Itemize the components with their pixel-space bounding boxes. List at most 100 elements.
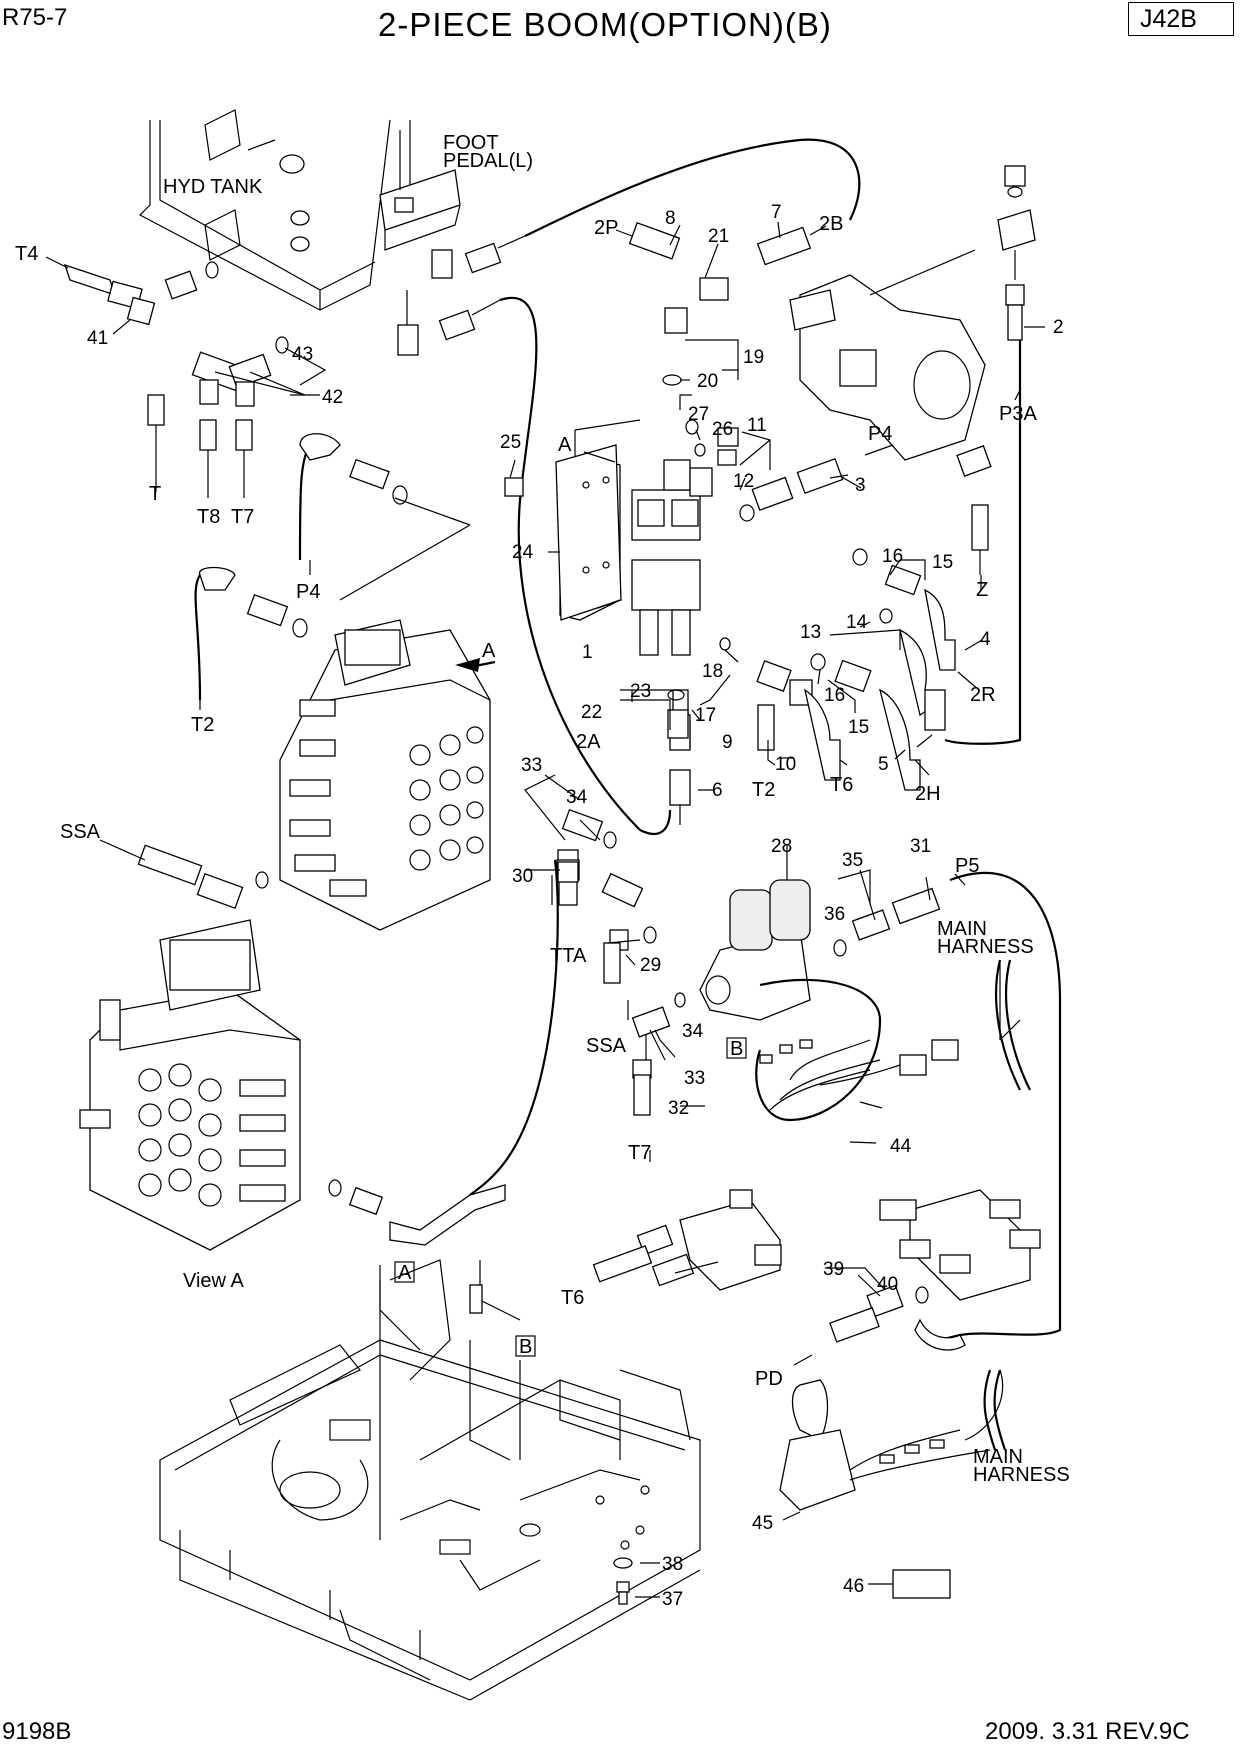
label-main-harness-1b: HARNESS [937,936,1034,958]
callout-8: 8 [665,208,676,229]
callout-45: 45 [752,1513,773,1534]
callout-15-bottom: 15 [848,717,869,738]
label-detail-b-frame: B [519,1336,532,1358]
port-t7-bottom: T7 [628,1142,651,1164]
callout-34-bottom: 34 [682,1021,704,1042]
port-2b: 2B [819,213,843,235]
callout-22: 22 [581,702,602,723]
detail-box-b-valve [726,1037,747,1059]
detail-box-b-frame [515,1335,536,1357]
foot-pedal [379,120,461,251]
callout-4: 4 [980,629,991,650]
callout-43: 43 [292,344,313,365]
port-t6-bottom: T6 [561,1287,584,1309]
callout-5: 5 [878,754,889,775]
callout-44: 44 [890,1136,912,1157]
upper-frame [159,1259,701,1701]
page-code: J42B [1140,5,1197,33]
callout-34-top: 34 [566,787,588,808]
port-t6-right: T6 [830,774,853,796]
callout-2: 2 [1053,317,1064,338]
ssa-fittings [137,844,269,910]
callout-42: 42 [322,387,343,408]
label-hyd-tank: HYD TANK [163,176,263,198]
hoses [194,138,1062,1342]
port-p4-right: P4 [868,423,892,445]
callout-24: 24 [512,542,534,563]
model-code: R75-7 [2,4,68,31]
label-main-harness-1a: MAIN [937,918,987,940]
callout-10: 10 [775,754,796,775]
page-title: 2-PIECE BOOM(OPTION)(B) [378,6,832,43]
joystick-45 [779,1369,1007,1511]
port-p5: P5 [955,855,979,877]
port-t7-top: T7 [231,506,254,528]
callout-20: 20 [697,371,718,392]
callout-40: 40 [877,1274,898,1295]
callout-35: 35 [842,850,863,871]
callout-23: 23 [630,681,651,702]
part-46-box [868,1569,951,1599]
callout-16-top: 16 [882,546,903,567]
label-main-harness-2a: MAIN [973,1446,1023,1468]
callout-25: 25 [500,432,521,453]
callout-30: 30 [512,866,533,887]
port-2h: 2H [915,783,941,805]
component-labels: HYD TANK FOOT PEDAL(L) MAIN HARNESS MAIN… [163,132,1070,1486]
hydraulic-tank [139,109,391,311]
label-view-a: View A [183,1270,244,1292]
plate-a [555,444,622,621]
solenoid-valve-28 [556,808,941,1116]
callout-41: 41 [87,328,108,349]
callout-11: 11 [747,415,767,436]
callout-14: 14 [846,612,868,633]
callout-39: 39 [823,1259,844,1280]
leader-lines [45,221,1045,1598]
port-labels: T4 T T8 T7 P4 T2 SSA TTA SSA T7 T6 PD P5… [15,213,1037,1390]
label-detail-a: A [398,1262,412,1284]
port-2p: 2P [594,217,618,239]
callout-16-bottom: 16 [824,685,845,706]
label-arrow-a: A [482,640,496,662]
callout-33-top: 33 [521,755,542,776]
callout-6: 6 [712,780,723,801]
label-main-harness-2b: HARNESS [973,1464,1070,1486]
bolt-and-washer [613,1557,633,1605]
distribution-block [829,1189,1041,1351]
port-tta: TTA [550,945,587,967]
callout-17: 17 [695,705,716,726]
port-ssa-left: SSA [60,821,101,843]
port-t: T [149,483,161,505]
callout-21: 21 [708,226,729,247]
callout-28: 28 [771,836,792,857]
tank-fittings [63,261,289,498]
valve-t6 [592,1189,782,1291]
port-2r: 2R [970,684,996,706]
wiring-harness [755,959,1031,1122]
callout-38: 38 [662,1554,683,1575]
detail-box-a-frame [394,1261,415,1283]
port-z: Z [976,579,988,601]
page-code-box [1128,2,1234,36]
callout-32: 32 [668,1098,689,1119]
callout-26: 26 [712,419,733,440]
port-t8: T8 [197,506,220,528]
main-control-valve [199,433,491,931]
callout-27: 27 [688,404,709,425]
pedal-fittings [397,235,526,356]
hydraulic-pump [789,165,1036,461]
port-ssa-mid: SSA [586,1035,627,1057]
view-a-valve [79,919,506,1251]
port-p4-left: P4 [296,581,320,603]
callout-31: 31 [910,836,931,857]
port-t2-right: T2 [752,779,775,801]
port-t2-left: T2 [191,714,214,736]
callout-33-bottom: 33 [684,1068,705,1089]
callout-7: 7 [771,202,782,223]
figure-number: 9198B [2,1718,72,1745]
port-2a: 2A [576,731,601,753]
revision-date: 2009. 3.31 REV.9C [985,1718,1190,1745]
part-number-callouts: 1 2 3 4 5 6 7 8 9 10 11 12 13 14 15 15 1… [87,202,1064,1610]
label-plate-a: A [558,434,572,456]
